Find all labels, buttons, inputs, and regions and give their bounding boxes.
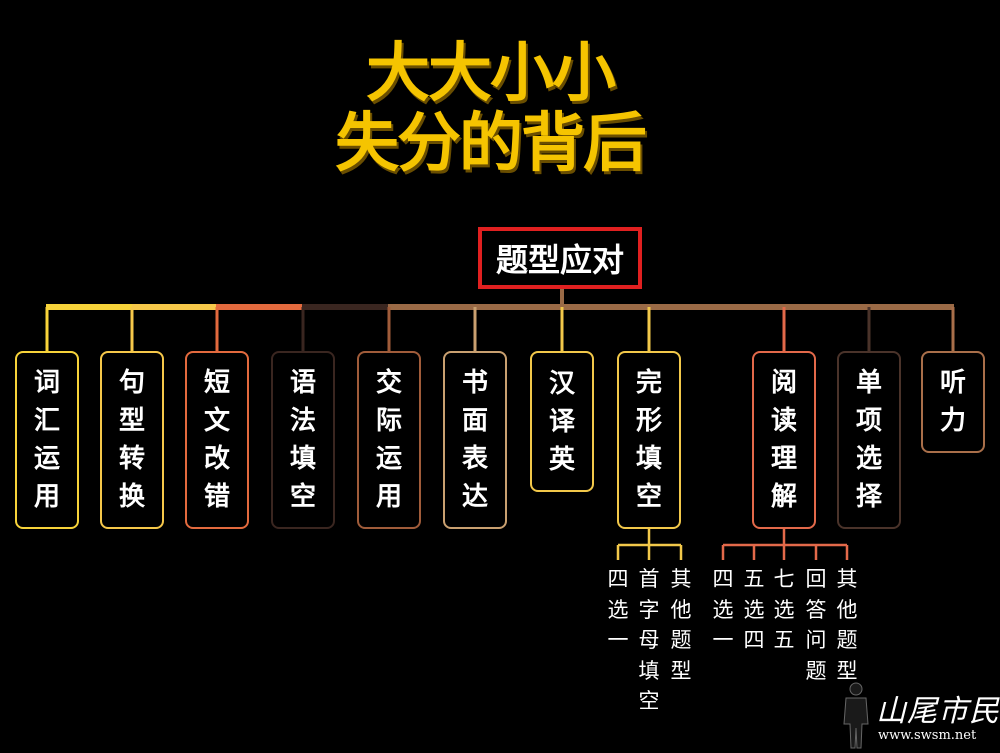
category-multiple-choice-label: 单项选择 [855, 368, 882, 512]
category-communication: 交际运用 [357, 351, 421, 529]
reading-subtype-1: 四选一 [710, 564, 736, 656]
title-line-1: 大大小小 [366, 37, 616, 111]
category-error-correction: 短文改错 [185, 351, 249, 529]
category-multiple-choice: 单项选择 [837, 351, 901, 529]
category-cloze: 完形填空 [617, 351, 681, 529]
category-communication-label: 交际运用 [375, 368, 402, 512]
reading-subtype-4-label: 回答问题 [805, 567, 827, 683]
category-reading: 阅读理解 [752, 351, 816, 529]
reading-subtype-2: 五选四 [741, 564, 767, 656]
cloze-subtype-2: 首字母填空 [636, 564, 662, 717]
cloze-subtype-3: 其他题型 [668, 564, 694, 686]
category-vocabulary: 词汇运用 [15, 351, 79, 529]
reading-subtype-3: 七选五 [771, 564, 797, 656]
category-sentence-transformation: 句型转换 [100, 351, 164, 529]
watermark-logo: 山尾市民网 www.swsm.net [838, 680, 1000, 750]
reading-subtype-5: 其他题型 [834, 564, 860, 686]
person-silhouette-icon [843, 682, 869, 749]
reading-subtype-3-label: 七选五 [773, 567, 795, 652]
category-sentence-transformation-label: 句型转换 [118, 368, 145, 512]
reading-subtype-4: 回答问题 [803, 564, 829, 686]
category-cloze-label: 完形填空 [635, 368, 662, 512]
cloze-subtype-1-label: 四选一 [607, 567, 629, 652]
watermark-url: www.swsm.net [878, 728, 977, 743]
reading-subtype-5-label: 其他题型 [836, 567, 858, 683]
category-listening-label: 听力 [939, 368, 966, 436]
category-grammar-fill-label: 语法填空 [289, 368, 316, 512]
reading-subtype-2-label: 五选四 [743, 567, 765, 652]
cloze-subtype-3-label: 其他题型 [670, 567, 692, 683]
title-line-2: 失分的背后 [335, 107, 647, 181]
category-reading-label: 阅读理解 [770, 368, 797, 512]
category-error-correction-label: 短文改错 [203, 368, 230, 512]
category-listening: 听力 [921, 351, 985, 453]
reading-subtype-1-label: 四选一 [712, 567, 734, 652]
category-writing-label: 书面表达 [461, 368, 488, 512]
cloze-subtype-1: 四选一 [605, 564, 631, 656]
category-grammar-fill: 语法填空 [271, 351, 335, 529]
cloze-subtype-2-label: 首字母填空 [638, 567, 660, 713]
category-vocabulary-label: 词汇运用 [33, 368, 60, 512]
category-translation-label: 汉译英 [548, 368, 575, 475]
category-writing: 书面表达 [443, 351, 507, 529]
watermark-text: 山尾市民网 [876, 694, 1000, 729]
category-translation: 汉译英 [530, 351, 594, 492]
root-node: 题型应对 [478, 227, 642, 289]
